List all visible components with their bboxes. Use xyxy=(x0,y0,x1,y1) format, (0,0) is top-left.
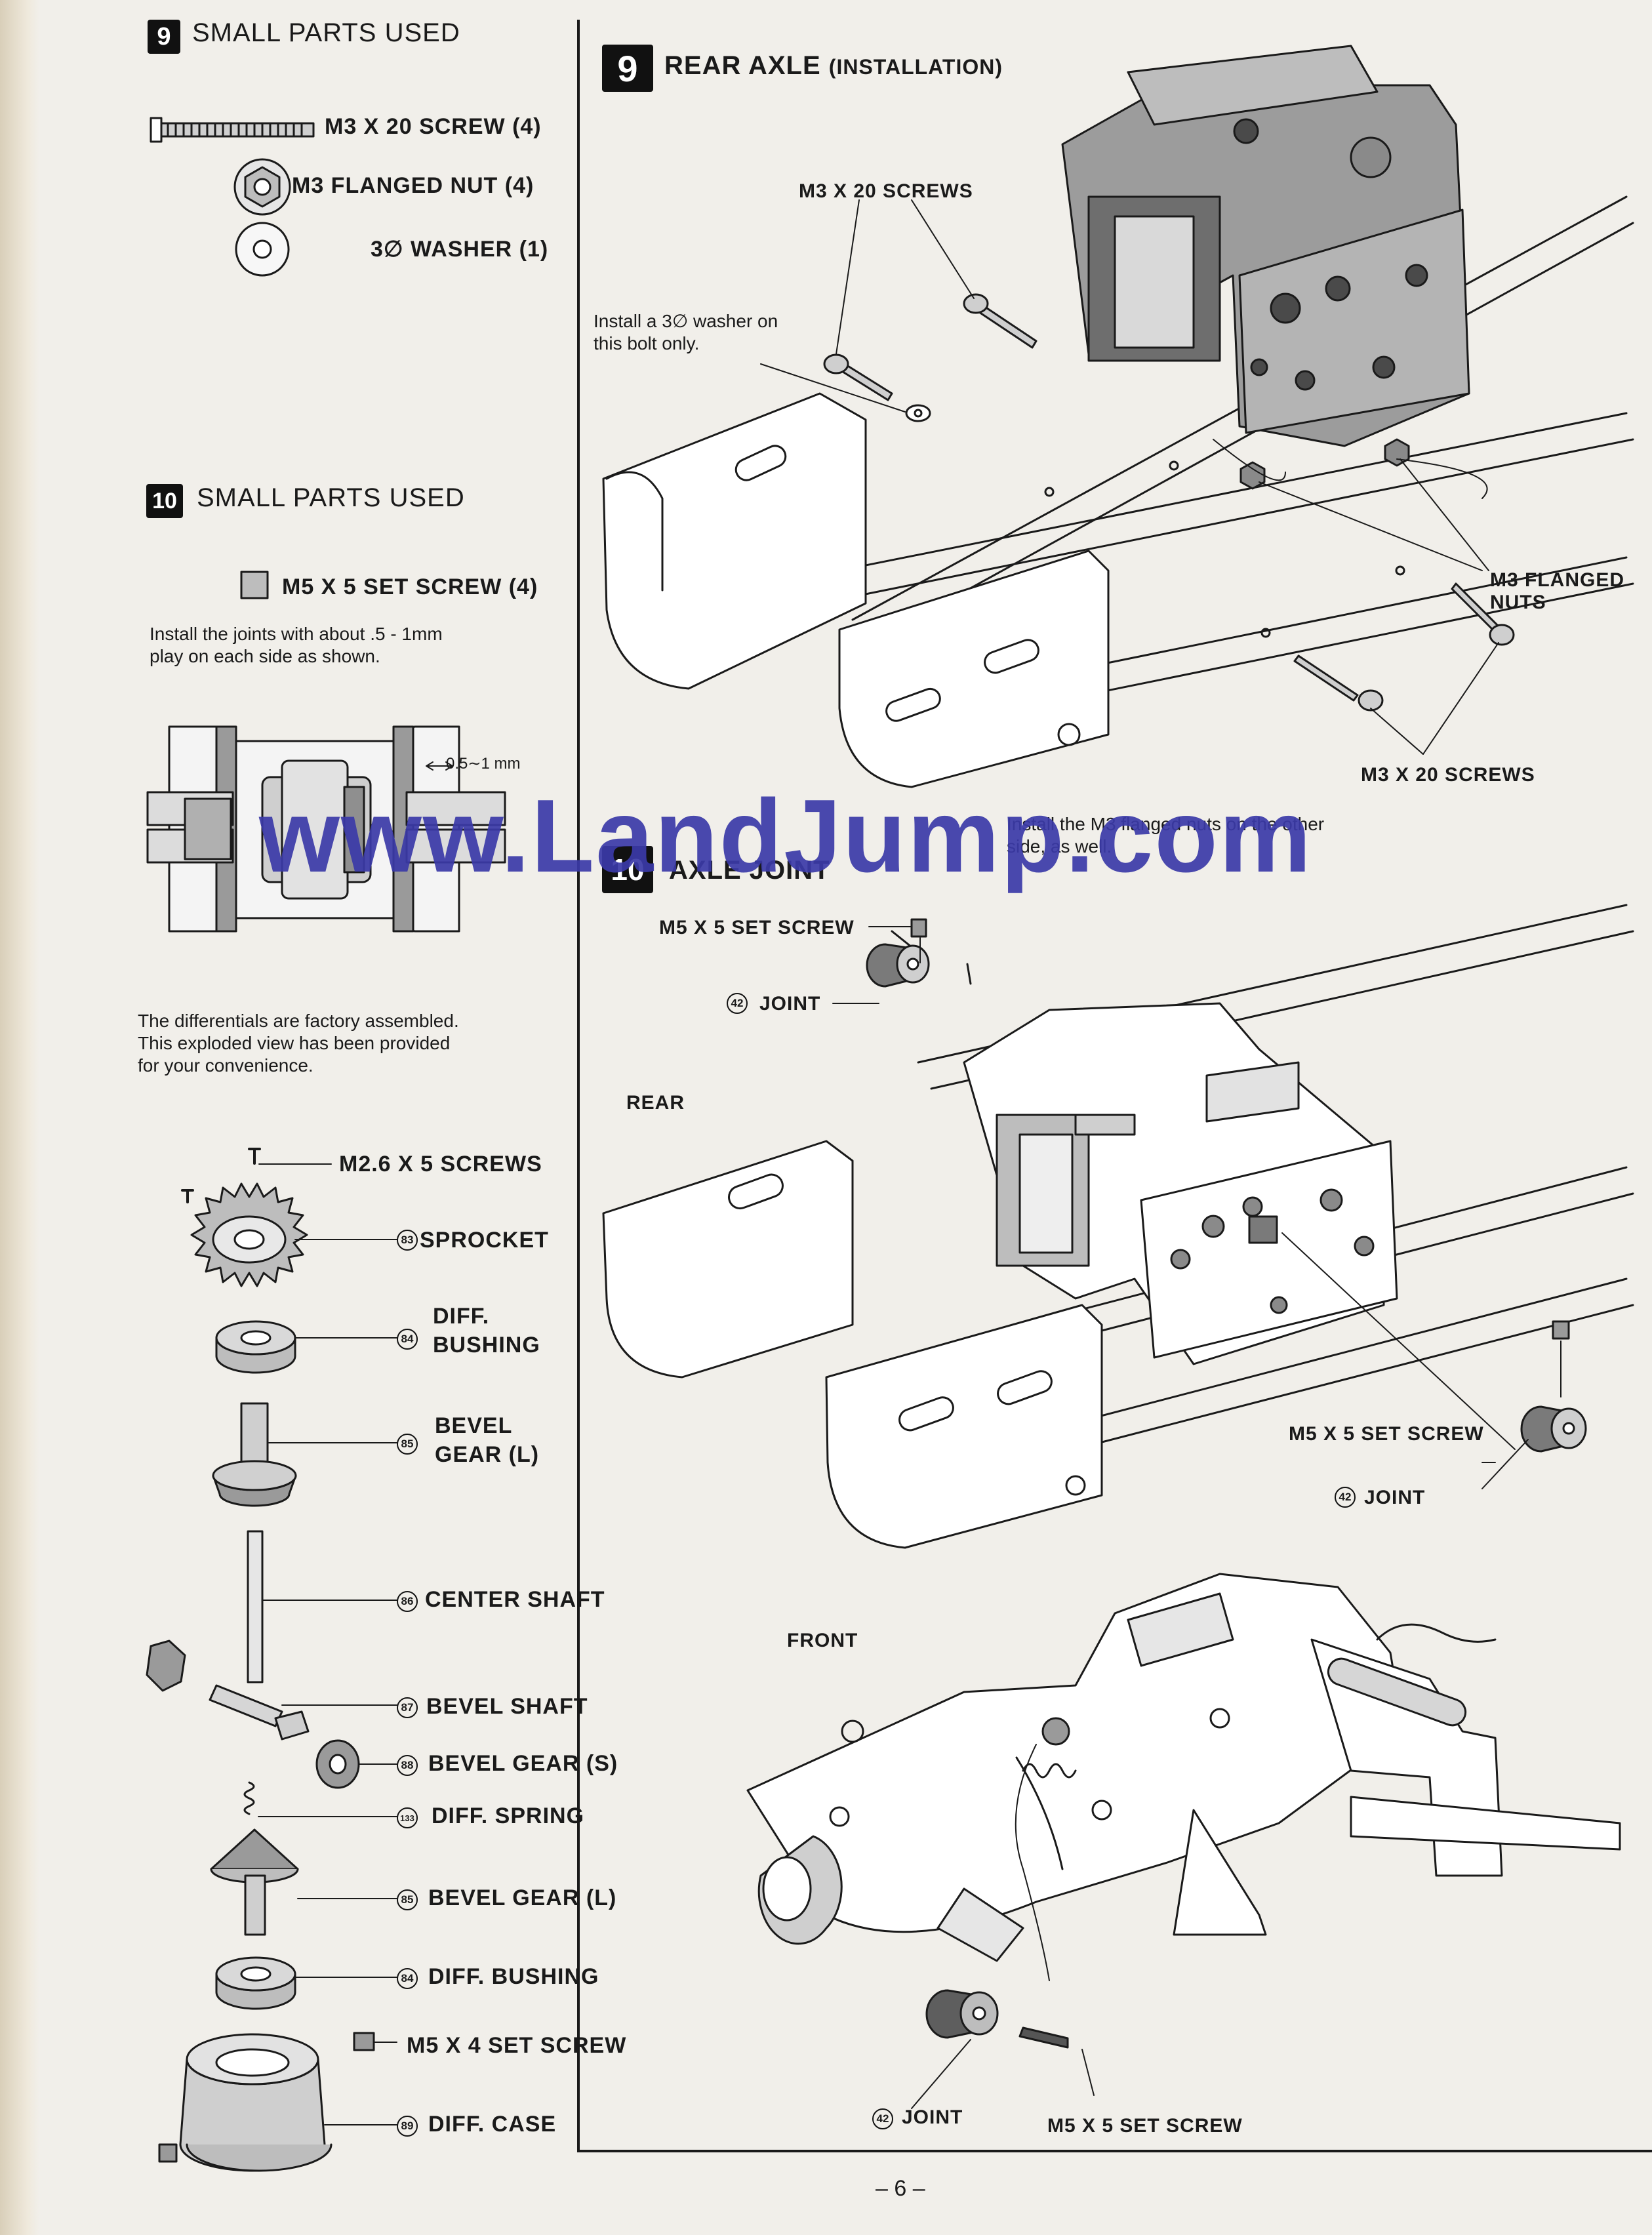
rear-axle-subtitle: (INSTALLATION) xyxy=(828,55,1003,79)
part-num-133: 133 xyxy=(397,1807,418,1828)
label-joint-right: JOINT xyxy=(1364,1487,1426,1508)
diff-part-center-shaft: CENTER SHAFT xyxy=(425,1587,605,1612)
diff-part-bevel-gear-l-bottom: BEVEL GEAR (L) xyxy=(428,1885,617,1910)
section-9-parts-title: SMALL PARTS USED xyxy=(192,18,460,47)
label-joint-top: JOINT xyxy=(759,993,821,1015)
joint-play-note: Install the joints with about .5 - 1mm p… xyxy=(150,624,443,666)
set-screw-icon xyxy=(240,571,269,599)
part-m5x5-set-screw: M5 X 5 SET SCREW (4) xyxy=(282,574,538,599)
washer-install-note: Install a 3∅ washer on this bolt only. xyxy=(594,311,778,353)
m3x20-screw-icon xyxy=(150,117,315,143)
label-m3x20-screws-bottom: M3 X 20 SCREWS xyxy=(1361,764,1535,786)
rear-axle-title: REAR AXLE (INSTALLATION) xyxy=(664,51,1003,81)
part-num-88: 88 xyxy=(397,1755,418,1776)
washer-icon xyxy=(235,222,290,277)
section-10-parts-title: SMALL PARTS USED xyxy=(197,483,465,512)
part-m3-flanged-nut: M3 FLANGED NUT (4) xyxy=(292,173,534,198)
play-dimension: 0.5∼1 mm xyxy=(446,755,521,773)
joint-rear-top xyxy=(866,918,930,988)
label-m3x20-screws-top: M3 X 20 SCREWS xyxy=(799,180,973,202)
page-binding-edge xyxy=(0,0,39,2235)
label-joint-bottom: JOINT xyxy=(902,2106,963,2128)
part-num-84-top: 84 xyxy=(397,1329,418,1350)
part-washer: 3∅ WASHER (1) xyxy=(371,237,549,262)
axle-joint-title: AXLE JOINT xyxy=(669,856,830,885)
right-bottom-leader-lines xyxy=(911,1744,1095,2109)
joint-front-bottom xyxy=(925,1989,1069,2049)
section-10-axle-joint-badge: 10 xyxy=(602,846,653,893)
diff-exploded-view xyxy=(146,1148,375,2172)
diff-part-m5x4-set-screw: M5 X 4 SET SCREW xyxy=(407,2033,627,2058)
label-rear: REAR xyxy=(626,1092,685,1114)
label-set-screw-right: M5 X 5 SET SCREW xyxy=(1289,1423,1484,1445)
right-mid-leader-lines xyxy=(832,926,1561,1489)
part-num-86: 86 xyxy=(397,1591,418,1612)
section-10-badge: 10 xyxy=(146,484,183,518)
part-num-83: 83 xyxy=(397,1230,418,1251)
diff-part-sprocket: SPROCKET xyxy=(420,1228,549,1253)
part-m3x20-screw: M3 X 20 SCREW (4) xyxy=(325,114,542,139)
diff-part-bushing-top: DIFF. BUSHING xyxy=(433,1304,540,1358)
joint-num-right: 42 xyxy=(1335,1487,1356,1508)
part-num-85-top: 85 xyxy=(397,1434,418,1455)
m3-flanged-nut-icon xyxy=(233,158,291,216)
diff-part-spring: DIFF. SPRING xyxy=(432,1803,585,1828)
label-set-screw-top: M5 X 5 SET SCREW xyxy=(659,917,855,938)
column-divider xyxy=(577,20,580,2151)
section-9-rear-axle-badge: 9 xyxy=(602,45,653,92)
flanged-nuts-note: Install the M3 flanged nuts on the other… xyxy=(1007,814,1325,856)
axle-joint-front-view xyxy=(746,1573,1621,1962)
diff-assembled-note: The differentials are factory assembled.… xyxy=(138,1011,459,1076)
axle-joint-rear-view xyxy=(602,904,1634,1549)
label-front: FRONT xyxy=(787,1630,858,1651)
diff-part-bevel-shaft: BEVEL SHAFT xyxy=(426,1694,588,1719)
joint-num-top: 42 xyxy=(727,993,748,1014)
page-number: – 6 – xyxy=(876,2176,925,2201)
section-9-badge: 9 xyxy=(148,20,180,54)
rear-axle-installation-view xyxy=(602,45,1634,788)
part-num-85-bottom: 85 xyxy=(397,1889,418,1910)
diff-part-bevel-gear-l-top: BEVEL GEAR (L) xyxy=(435,1413,540,1467)
diff-part-bevel-gear-s: BEVEL GEAR (S) xyxy=(428,1751,618,1776)
joint-rear-right xyxy=(1520,1320,1587,1453)
label-set-screw-bottom: M5 X 5 SET SCREW xyxy=(1047,2115,1243,2137)
diff-part-case: DIFF. CASE xyxy=(428,2112,557,2137)
diff-part-screws: M2.6 X 5 SCREWS xyxy=(339,1152,542,1177)
part-num-89: 89 xyxy=(397,2116,418,2137)
rear-axle-title-text: REAR AXLE xyxy=(664,51,821,80)
part-num-87: 87 xyxy=(397,1697,418,1718)
joint-num-bottom: 42 xyxy=(872,2108,893,2129)
bottom-rule xyxy=(577,2150,1652,2152)
axle-joint-cross-section xyxy=(146,725,506,933)
left-leader-lines xyxy=(258,1163,397,2125)
diff-part-bushing-bottom: DIFF. BUSHING xyxy=(428,1964,599,1989)
part-num-84-bottom: 84 xyxy=(397,1968,418,1989)
right-top-leader-lines xyxy=(760,199,1499,755)
label-m3-flanged-nuts: M3 FLANGED NUTS xyxy=(1490,569,1624,613)
